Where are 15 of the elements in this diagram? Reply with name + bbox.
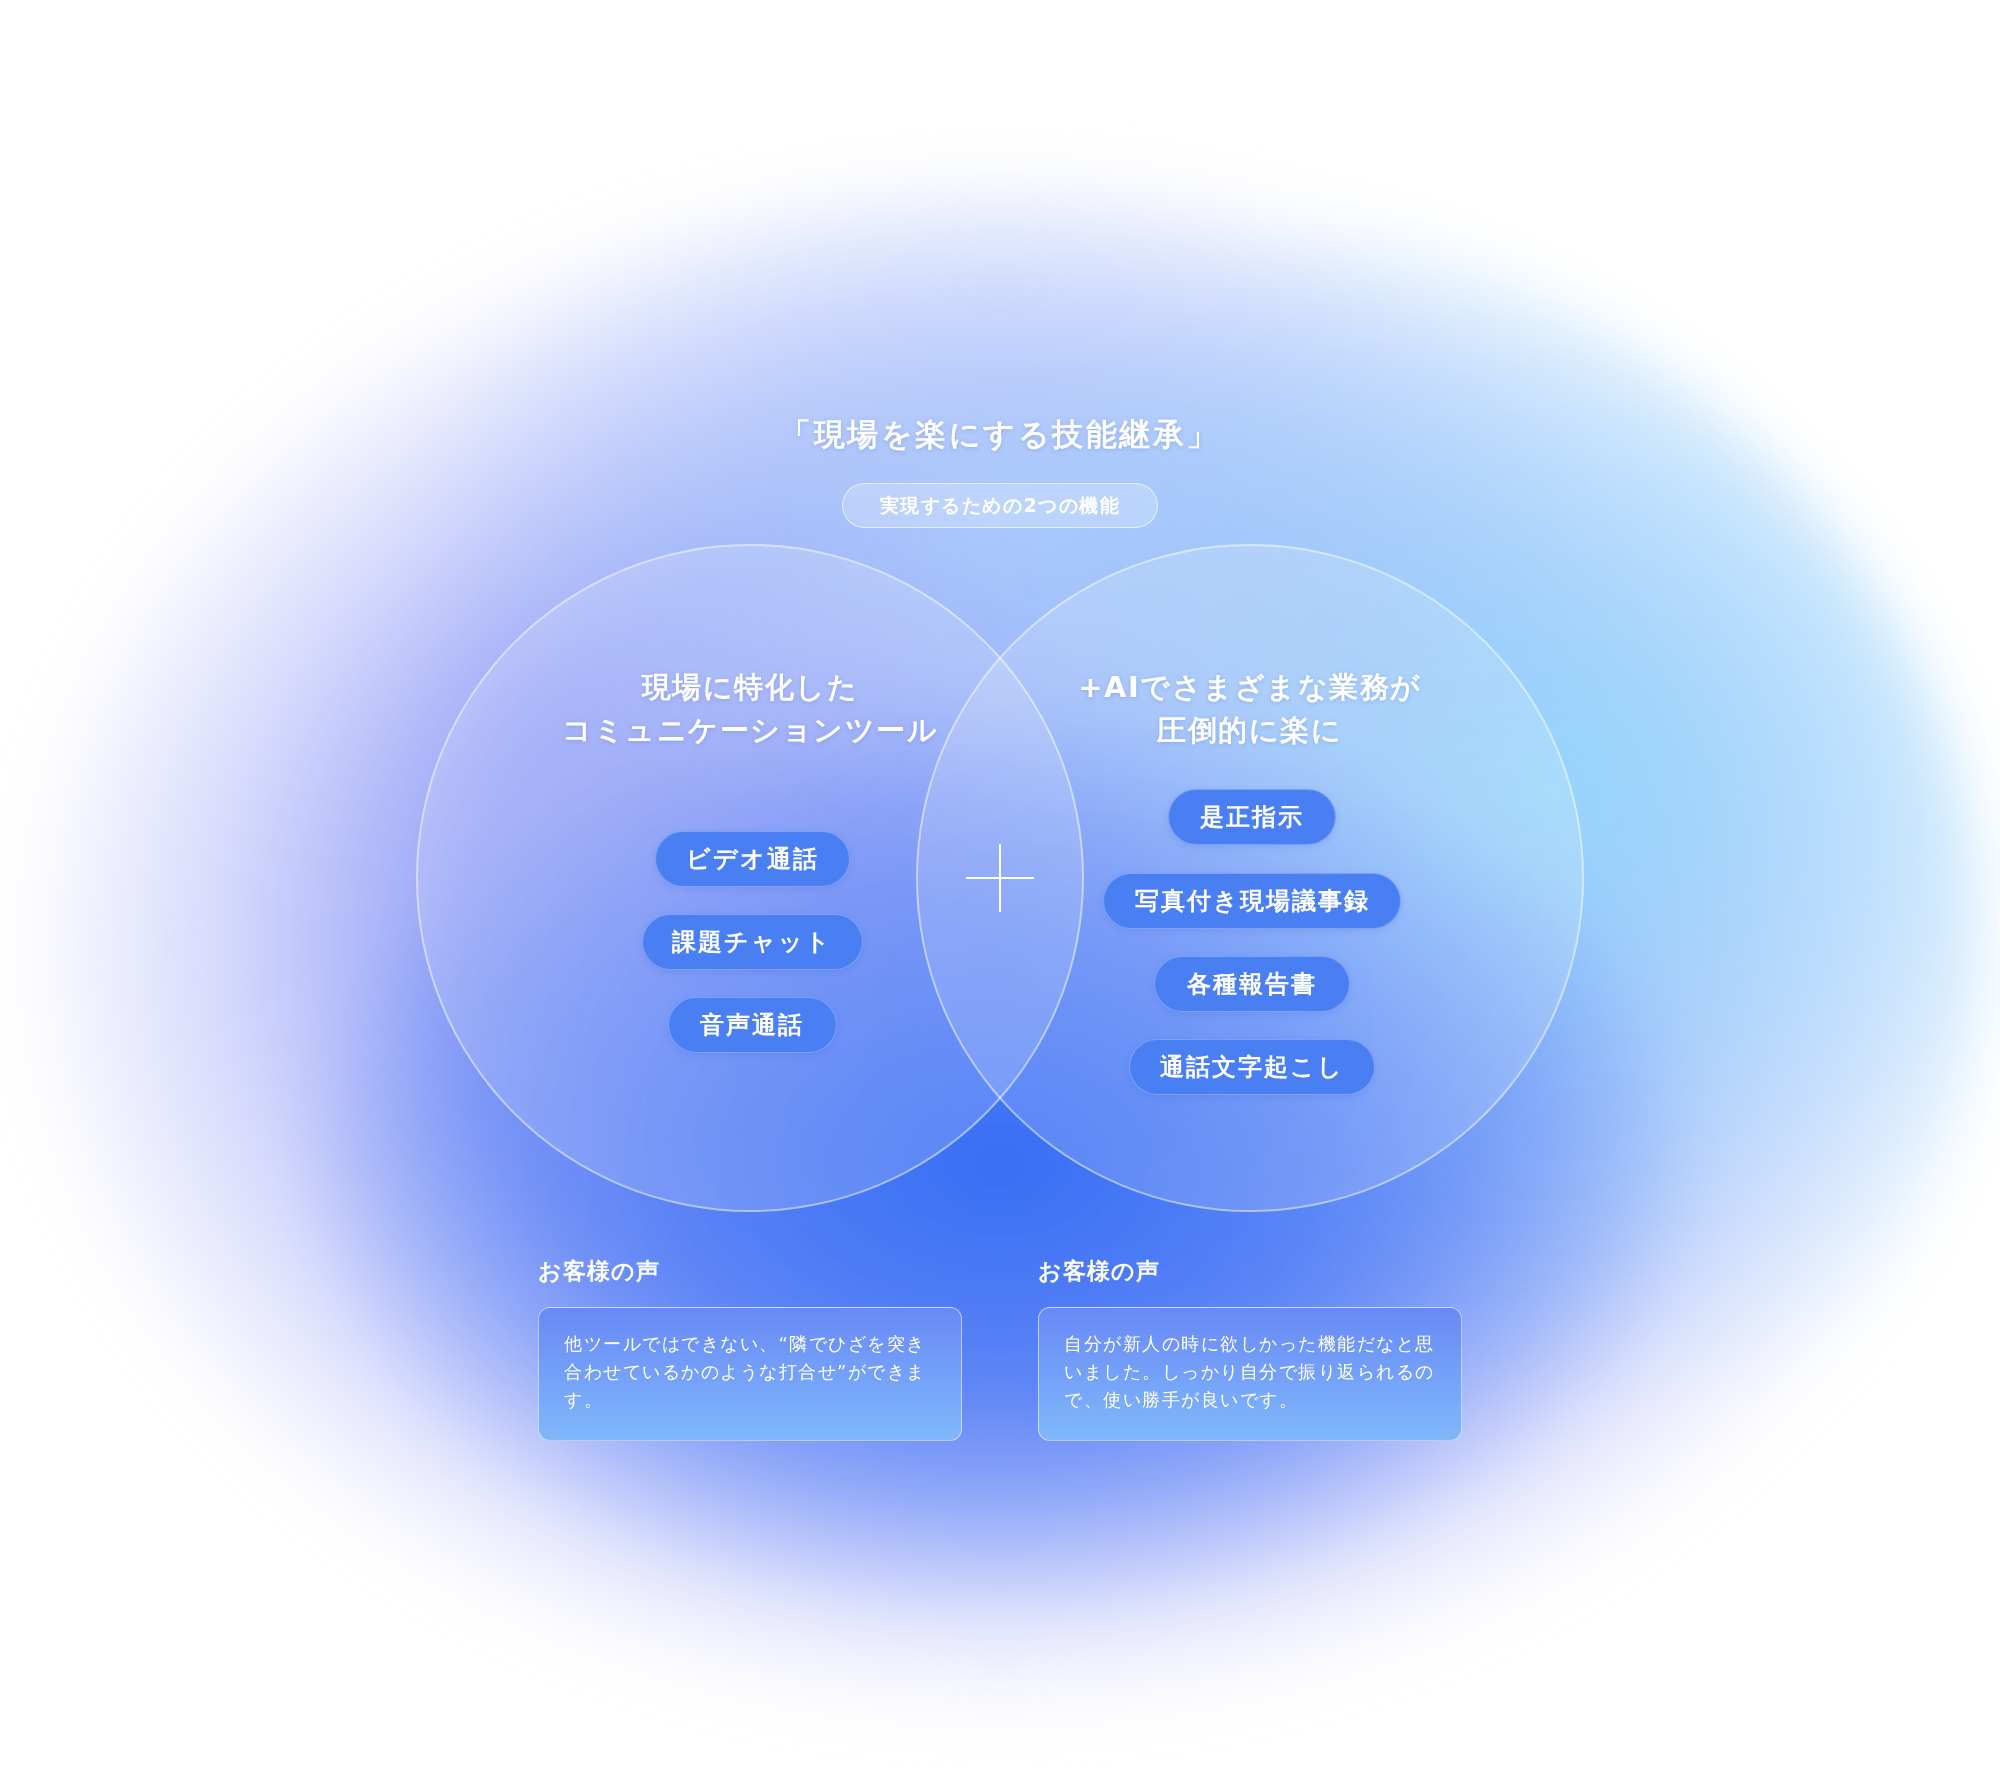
feature-pill: ビデオ通話 — [654, 831, 850, 887]
feature-pill: 課題チャット — [641, 914, 863, 970]
diagram-title: 「現場を楽にする技能継承」 — [780, 415, 1220, 454]
circle-heading: +AIでさまざまな業務が圧倒的に楽に — [1078, 669, 1422, 749]
section-heading: お客様の声 — [1038, 1257, 1160, 1286]
circle-heading: 現場に特化したコミュニケーションツール — [562, 669, 938, 749]
section-heading: お客様の声 — [538, 1257, 660, 1286]
feature-pill: 是正指示 — [1168, 789, 1336, 845]
subheading-pill: 実現するための2つの機能 — [842, 483, 1158, 528]
feature-pill: 通話文字起こし — [1129, 1039, 1375, 1095]
testimonial-text: 他ツールではできない、“隣でひざを突き合わせているかのような打合せ”ができます。 — [564, 1332, 927, 1412]
feature-pill: 各種報告書 — [1154, 956, 1350, 1012]
feature-pill: 音声通話 — [667, 997, 837, 1053]
testimonial-text: 自分が新人の時に欲しかった機能だなと思いました。しっかり自分で振り返られるので、使い勝手が良いです。 — [1064, 1332, 1436, 1412]
feature-pill: 写真付き現場議事録 — [1103, 873, 1401, 929]
